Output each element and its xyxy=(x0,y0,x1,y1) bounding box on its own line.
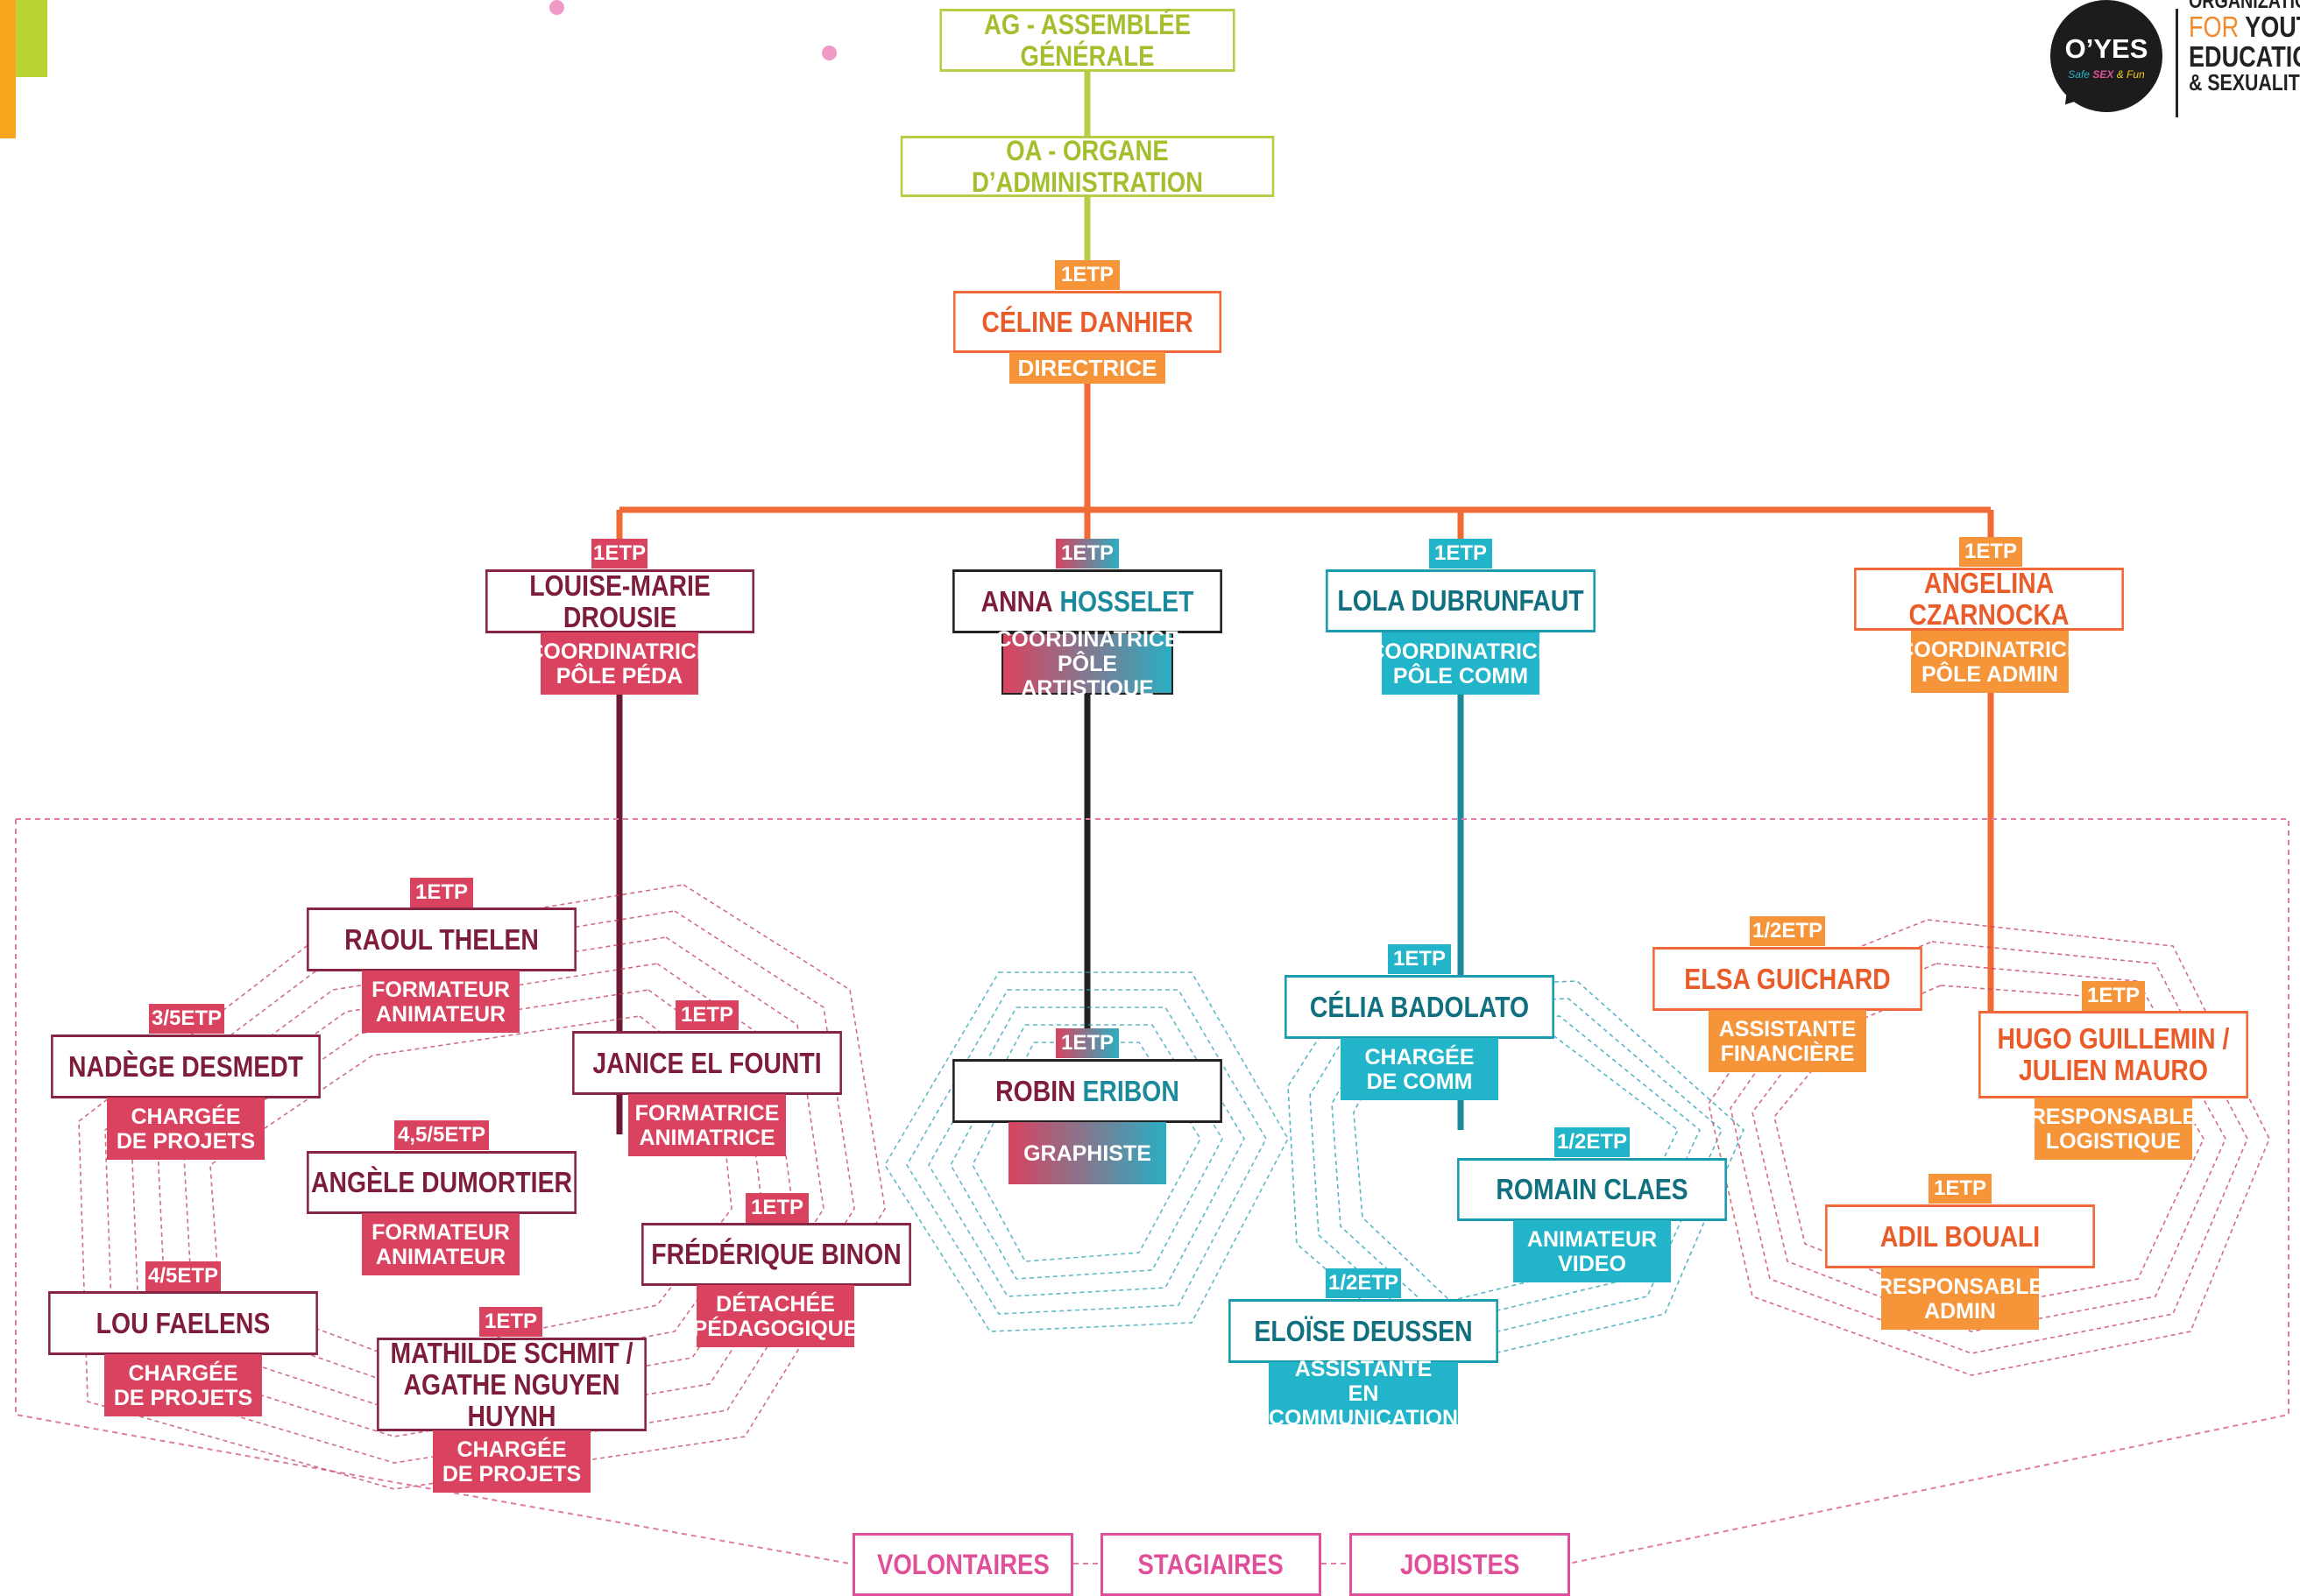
peda-member-name-box: MATHILDE SCHMIT /AGATHE NGUYEN HUYNH xyxy=(377,1337,647,1431)
peda-member-etp-tag: 4/5ETP xyxy=(145,1261,221,1291)
coordinator-peda-name-box: LOUISE-MARIE DROUSIE xyxy=(485,569,755,633)
director-name-box: CÉLINE DANHIER xyxy=(952,291,1222,353)
oa-box: OA - ORGANE D’ADMINISTRATION xyxy=(900,135,1275,198)
director-role: DIRECTRICE xyxy=(1009,352,1165,384)
peda-member-etp-tag: 4,5/5ETP xyxy=(394,1120,489,1150)
logo-brand: O’YES xyxy=(2064,33,2148,64)
coordinator-admin-etp-tag: 1ETP xyxy=(1959,537,2022,567)
coordinator-art-name-box: ANNA HOSSELET xyxy=(952,569,1222,633)
admin-member-etp-tag: 1/2ETP xyxy=(1750,916,1825,946)
peda-member-name-box: NADÈGE DESMEDT xyxy=(51,1035,321,1098)
admin-member-name-box: HUGO GUILLEMIN /JULIEN MAURO xyxy=(1978,1011,2248,1098)
volontaires-box: VOLONTAIRES xyxy=(853,1533,1073,1596)
peda-member-etp-tag: 3/5ETP xyxy=(149,1004,224,1034)
comm-member-name-box: ROMAIN CLAES xyxy=(1457,1158,1727,1221)
art-member-role: GRAPHISTE xyxy=(1008,1122,1166,1184)
corner-decoration-yellow xyxy=(0,0,16,138)
stagiaires-box: STAGIAIRES xyxy=(1100,1533,1321,1596)
coordinator-peda-etp-tag: 1ETP xyxy=(591,539,648,568)
director-etp-tag: 1ETP xyxy=(1055,260,1120,290)
logo-line-education: EDUCATIO xyxy=(2189,40,2300,73)
peda-member-etp-tag: 1ETP xyxy=(410,878,473,907)
corner-decoration-green xyxy=(16,0,47,77)
peda-member-name-box: RAOUL THELEN xyxy=(307,907,577,971)
peda-member-etp-tag: 1ETP xyxy=(746,1193,809,1223)
comm-member-name-box: CÉLIA BADOLATO xyxy=(1284,975,1554,1039)
coordinator-comm-name-box: LOLA DUBRUNFAUT xyxy=(1326,569,1596,632)
comm-member-etp-tag: 1ETP xyxy=(1388,944,1451,974)
decorative-dot xyxy=(822,46,837,60)
peda-member-name-box: FRÉDÉRIQUE BINON xyxy=(641,1223,911,1286)
peda-member-name-box: ANGÈLE DUMORTIER xyxy=(307,1151,577,1214)
coordinator-art-etp-tag: 1ETP xyxy=(1056,539,1119,568)
ag-box: AG - ASSEMBLÉE GÉNÉRALE xyxy=(939,9,1235,72)
admin-member-name-box: ADIL BOUALI xyxy=(1825,1204,2095,1268)
jobistes-box: JOBISTES xyxy=(1349,1533,1570,1596)
comm-member-etp-tag: 1/2ETP xyxy=(1554,1127,1630,1157)
admin-member-etp-tag: 1ETP xyxy=(2082,981,2145,1011)
logo-line-organization: ORGANIZATIO xyxy=(2189,0,2300,13)
art-member-name-box: ROBIN ERIBON xyxy=(952,1059,1222,1123)
peda-member-etp-tag: 1ETP xyxy=(479,1307,542,1337)
logo-text: ORGANIZATIO FOR YOUT EDUCATIO & SEXUALIT xyxy=(2189,0,2300,95)
coordinator-comm-etp-tag: 1ETP xyxy=(1429,539,1492,568)
comm-member-name-box: ELOÏSE DEUSSEN xyxy=(1228,1299,1498,1363)
peda-member-name-box: LOU FAELENS xyxy=(48,1291,318,1355)
logo-slogan: Safe SEX & Fun xyxy=(2068,68,2145,81)
coordinator-admin-name-box: ANGELINA CZARNOCKA xyxy=(1854,568,2124,631)
peda-member-name-box: JANICE EL FOUNTI xyxy=(572,1031,842,1095)
logo-line-sexuality: & SEXUALIT xyxy=(2189,69,2300,95)
comm-member-etp-tag: 1/2ETP xyxy=(1326,1268,1401,1298)
logo-bubble xyxy=(2050,0,2162,112)
art-member-etp-tag: 1ETP xyxy=(1056,1028,1119,1058)
admin-member-name-box: ELSA GUICHARD xyxy=(1652,947,1922,1011)
admin-member-etp-tag: 1ETP xyxy=(1928,1174,1992,1204)
peda-member-etp-tag: 1ETP xyxy=(676,1000,739,1030)
logo-line-youth: FOR YOUT xyxy=(2189,11,2300,43)
decorative-dot xyxy=(549,0,564,15)
oyes-logo: O’YES Safe SEX & Fun ORGANIZATIO FOR YOU… xyxy=(2050,0,2300,123)
logo-divider xyxy=(2176,9,2178,117)
